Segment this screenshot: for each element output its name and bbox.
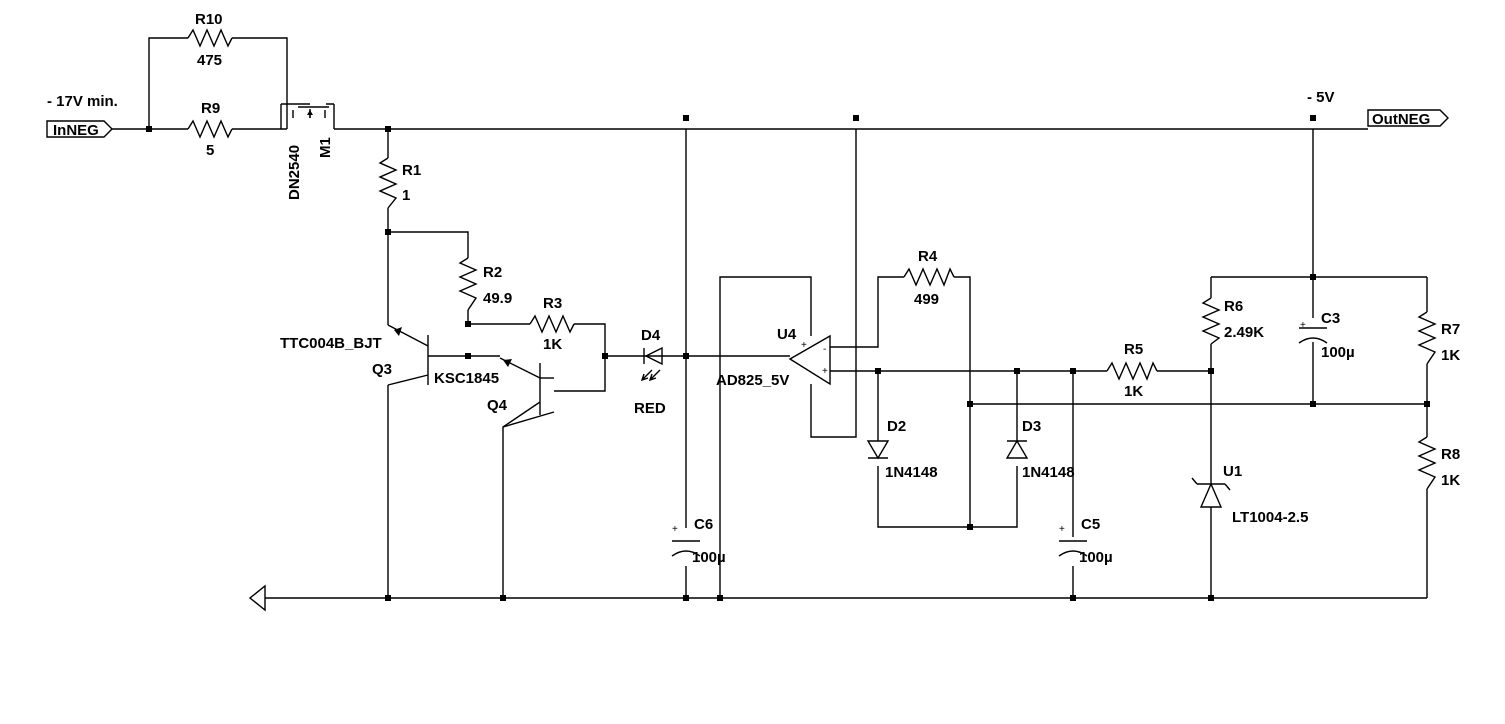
ground-symbol xyxy=(248,584,266,612)
r6-ref: R6 xyxy=(1224,298,1243,315)
d2-ref: D2 xyxy=(887,418,906,435)
output-port-name: OutNEG xyxy=(1372,111,1430,128)
q3-ref: Q3 xyxy=(372,361,392,378)
output-voltage-note: - 5V xyxy=(1307,89,1335,106)
c3-ref: C3 xyxy=(1321,310,1340,327)
u1-value: LT1004-2.5 xyxy=(1232,509,1308,526)
transistor-q3: TTC004B_BJT Q3 xyxy=(280,324,429,386)
r10-ref: R10 xyxy=(195,11,223,28)
d3-value: 1N4148 xyxy=(1022,464,1075,481)
svg-text:-: - xyxy=(823,344,826,355)
input-voltage-note: - 17V min. xyxy=(47,93,118,110)
m1-value: DN2540 xyxy=(286,145,303,200)
resistor-r8: R8 1K xyxy=(1417,436,1460,490)
c5-ref: C5 xyxy=(1081,516,1100,533)
resistor-r10: R10 475 xyxy=(187,11,233,69)
u4-ref: U4 xyxy=(777,326,797,343)
capacitor-c5: + C5 100µ xyxy=(1058,516,1113,566)
resistor-r1: R1 1 xyxy=(378,157,421,209)
capacitor-c6: + C6 100µ xyxy=(671,516,726,566)
r6-value: 2.49K xyxy=(1224,324,1264,341)
d3-ref: D3 xyxy=(1022,418,1041,435)
transistor-q4: KSC1845 Q4 xyxy=(434,357,541,428)
input-port: InNEG - 17V min. xyxy=(46,93,118,139)
svg-text:+: + xyxy=(801,340,807,351)
reference-diode-u1: U1 LT1004-2.5 xyxy=(1191,463,1308,526)
svg-text:+: + xyxy=(1059,524,1065,535)
r3-value: 1K xyxy=(543,336,562,353)
resistor-r5: R5 1K xyxy=(1106,341,1158,400)
svg-text:+: + xyxy=(672,524,678,535)
r2-ref: R2 xyxy=(483,264,502,281)
c6-ref: C6 xyxy=(694,516,713,533)
resistor-r7: R7 1K xyxy=(1417,311,1460,365)
c6-value: 100µ xyxy=(692,549,726,566)
svg-text:+: + xyxy=(822,366,828,377)
r9-value: 5 xyxy=(206,142,214,159)
r4-value: 499 xyxy=(914,291,939,308)
q4-ref: Q4 xyxy=(487,397,508,414)
c5-value: 100µ xyxy=(1079,549,1113,566)
r5-value: 1K xyxy=(1124,383,1143,400)
r8-ref: R8 xyxy=(1441,446,1460,463)
m1-ref: M1 xyxy=(317,137,334,158)
junctions xyxy=(146,115,1430,601)
r5-ref: R5 xyxy=(1124,341,1143,358)
mosfet-m1: DN2540 M1 xyxy=(280,103,335,200)
r4-ref: R4 xyxy=(918,248,938,265)
output-port: OutNEG - 5V xyxy=(1307,89,1449,128)
opamp-u4: + - + U4 AD825_5V xyxy=(716,326,831,389)
r8-value: 1K xyxy=(1441,472,1460,489)
r10-value: 475 xyxy=(197,52,222,69)
capacitor-c3: + C3 100µ xyxy=(1298,310,1355,361)
c3-value: 100µ xyxy=(1321,344,1355,361)
q4-value: KSC1845 xyxy=(434,370,499,387)
r3-ref: R3 xyxy=(543,295,562,312)
d2-value: 1N4148 xyxy=(885,464,938,481)
input-port-name: InNEG xyxy=(53,122,99,139)
diode-d3: D3 1N4148 xyxy=(1005,418,1075,481)
q3-value: TTC004B_BJT xyxy=(280,335,382,352)
resistor-r6: R6 2.49K xyxy=(1201,297,1264,345)
d4-ref: D4 xyxy=(641,327,661,344)
r1-ref: R1 xyxy=(402,162,421,179)
u1-ref: U1 xyxy=(1223,463,1242,480)
svg-text:+: + xyxy=(1300,320,1306,331)
u4-value: AD825_5V xyxy=(716,372,789,389)
resistor-r9: R9 5 xyxy=(187,100,233,159)
r9-ref: R9 xyxy=(201,100,220,117)
led-d4: D4 RED xyxy=(634,327,666,417)
r7-value: 1K xyxy=(1441,347,1460,364)
r2-value: 49.9 xyxy=(483,290,512,307)
wires xyxy=(112,37,1428,599)
resistor-r2: R2 49.9 xyxy=(458,257,512,311)
resistor-r3: R3 1K xyxy=(529,295,575,353)
r7-ref: R7 xyxy=(1441,321,1460,338)
diode-d2: D2 1N4148 xyxy=(866,418,938,481)
resistor-r4: R4 499 xyxy=(903,248,955,308)
r1-value: 1 xyxy=(402,187,410,204)
d4-value: RED xyxy=(634,400,666,417)
